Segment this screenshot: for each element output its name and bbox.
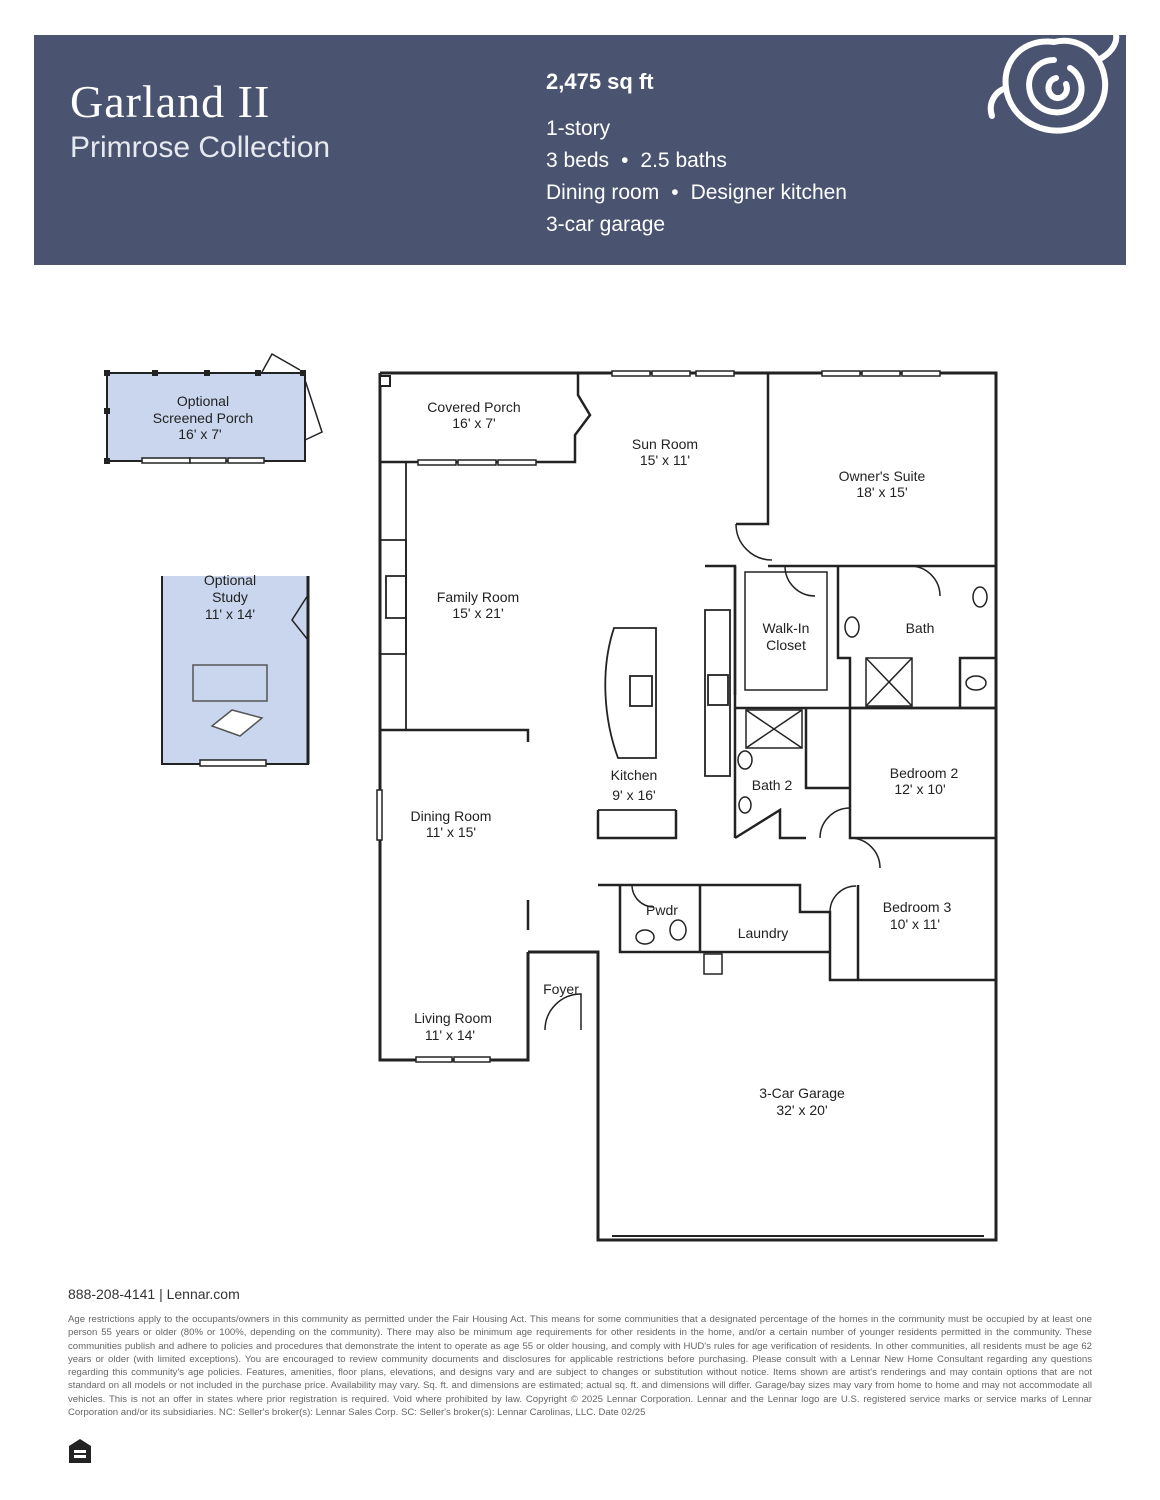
feature-baths: 2.5 baths	[640, 149, 727, 172]
room-label: Screened Porch	[153, 410, 253, 426]
plan-title: Garland II	[70, 76, 271, 127]
windows	[376, 370, 941, 1063]
room-dimensions: 9' x 16'	[612, 787, 655, 803]
room-label: Bath 2	[752, 777, 793, 793]
study-desk	[192, 664, 268, 702]
room-label: Owner's Suite	[839, 468, 926, 484]
bullet-separator: •	[671, 181, 679, 204]
collection-name: Primrose Collection	[70, 131, 331, 164]
rose-icon	[987, 31, 1120, 134]
room-label: Laundry	[738, 925, 789, 941]
kitchen-counters	[598, 609, 731, 811]
room-label: Dining Room	[411, 808, 492, 824]
room-label: Living Room	[414, 1010, 492, 1026]
room-label: Closet	[766, 637, 806, 653]
room-label: Walk-In	[763, 620, 810, 636]
porch-door-swing	[304, 379, 323, 441]
floor-plan-drawing: Optional Screened Porch 16' x 7' Optiona…	[104, 352, 998, 1242]
room-label: Bath	[906, 620, 935, 636]
header-banner: Garland II Primrose Collection 2,475 sq …	[34, 31, 1126, 265]
room-dimensions: 15' x 11'	[640, 452, 690, 468]
room-dimensions: 18' x 15'	[856, 484, 907, 500]
room-label: Kitchen	[611, 767, 658, 783]
porch-windows	[141, 457, 265, 464]
room-dimensions: 11' x 15'	[426, 824, 476, 840]
optional-screened-porch-area	[106, 372, 306, 462]
bullet-separator: •	[621, 149, 629, 172]
room-label: 3-Car Garage	[759, 1085, 845, 1101]
room-label: Foyer	[543, 981, 579, 997]
room-label: Pwdr	[646, 902, 678, 918]
porch-door-swing	[261, 352, 301, 373]
legal-disclaimer: Age restrictions apply to the occupants/…	[68, 1314, 1092, 1419]
feature-garage: 3-car garage	[546, 213, 666, 236]
room-label: Sun Room	[632, 436, 698, 452]
room-dimensions: 11' x 14'	[205, 606, 255, 622]
room-dimensions: 12' x 10'	[894, 781, 945, 797]
feature-kitchen: Designer kitchen	[690, 181, 847, 204]
contact-info: 888-208-4141 | Lennar.com	[68, 1286, 240, 1302]
room-dimensions: 16' x 7'	[452, 415, 495, 431]
corner-post	[379, 375, 391, 387]
kitchen-island	[604, 627, 657, 759]
bath-fixtures	[635, 586, 988, 975]
room-dimensions: 10' x 11'	[890, 916, 940, 932]
room-dimensions: 15' x 21'	[452, 605, 503, 621]
square-footage: 2,475 sq ft	[546, 69, 654, 94]
room-label: Covered Porch	[427, 399, 520, 415]
feature-list: 1-story 3 beds • 2.5 baths Dining room • Des…	[546, 113, 847, 241]
room-dimensions: 11' x 14'	[425, 1027, 475, 1043]
room-label: Bedroom 3	[883, 899, 952, 915]
room-label: Optional	[204, 572, 256, 588]
exterior-walls	[378, 371, 998, 1242]
feature-beds-baths: 3 beds • 2.5 baths	[546, 145, 847, 177]
room-dimensions: 32' x 20'	[776, 1102, 827, 1118]
equal-housing-icon	[69, 1439, 91, 1463]
room-label: Bedroom 2	[890, 765, 959, 781]
fireplace	[380, 462, 407, 730]
study-window	[199, 759, 267, 767]
study-door-swing	[291, 594, 309, 641]
feature-stories: 1-story	[546, 117, 611, 140]
floor-plan: Optional Screened Porch 16' x 7' Optiona…	[0, 340, 1160, 1260]
feature-beds: 3 beds	[546, 149, 610, 172]
study-chair	[210, 709, 264, 737]
door-swings	[544, 523, 941, 1031]
room-label: Optional	[177, 393, 229, 409]
porch-posts	[104, 370, 306, 464]
room-label: Family Room	[437, 589, 519, 605]
feature-dining: Dining room	[546, 181, 660, 204]
room-dimensions: 16' x 7'	[178, 426, 221, 442]
room-label: Study	[212, 589, 248, 605]
feature-rooms: Dining room • Designer kitchen	[546, 177, 847, 209]
